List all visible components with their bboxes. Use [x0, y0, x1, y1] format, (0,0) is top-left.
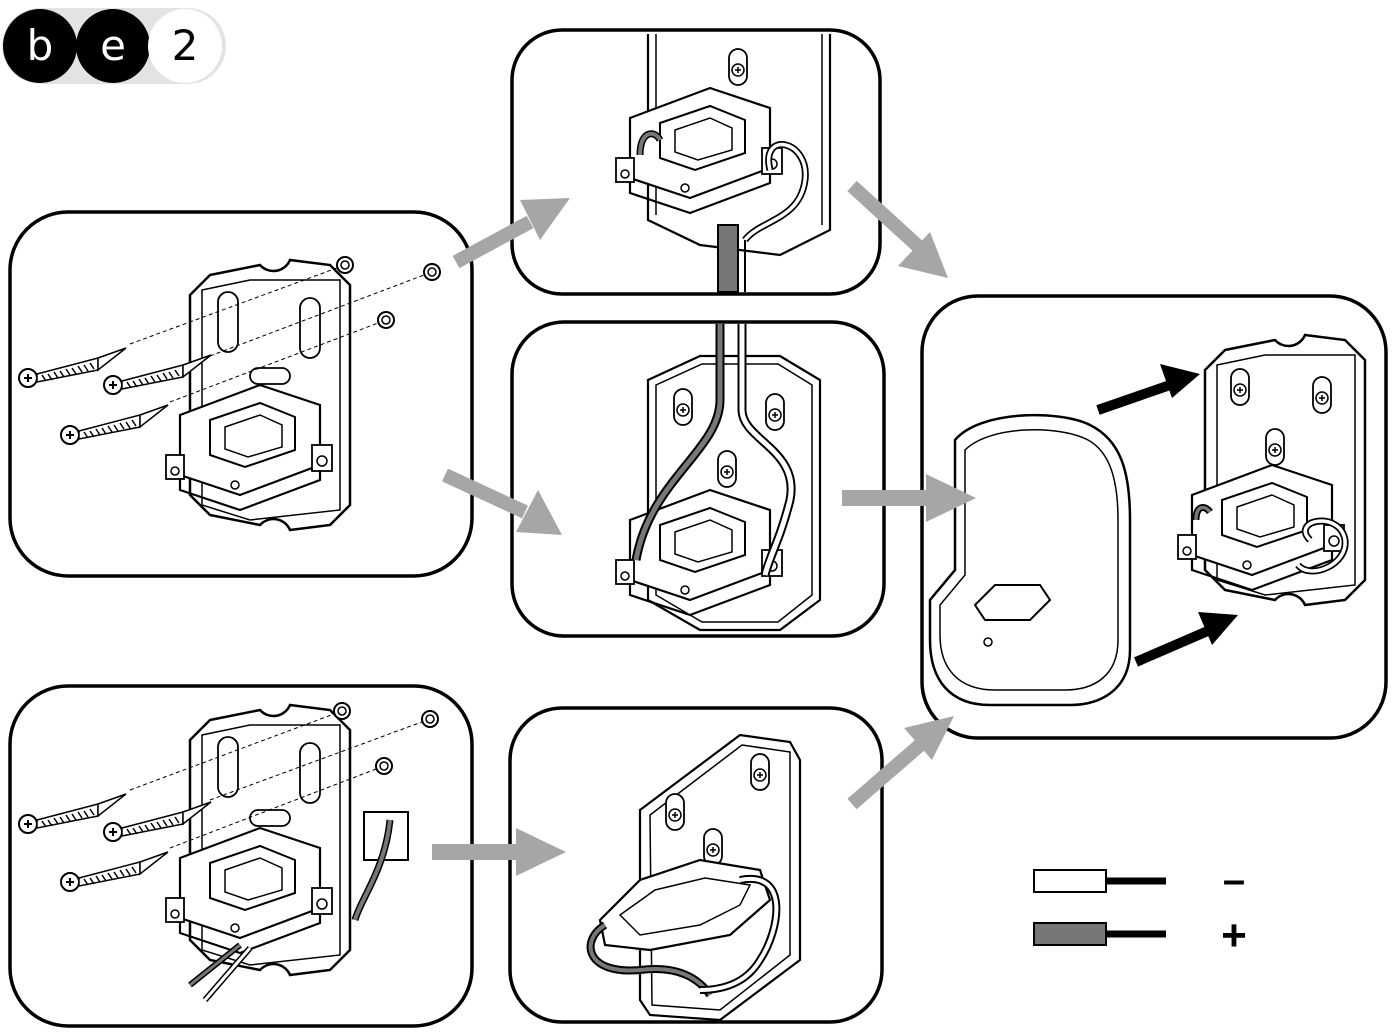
positive-symbol: +	[1221, 911, 1247, 960]
keyhole-icon	[765, 393, 785, 431]
panel-wire-routing-bottom	[508, 706, 884, 1024]
flow-arrow-icon	[432, 828, 566, 876]
wire-legend: – +	[1033, 858, 1247, 960]
washer-icon	[375, 757, 393, 775]
panel-mount-screws-a	[8, 210, 474, 578]
badge-letter-b: b	[27, 21, 54, 70]
panel-attach-housing	[920, 294, 1388, 740]
panel-wire-routing-top	[510, 28, 882, 296]
flow-arrow-icon	[847, 716, 954, 810]
panel-mount-screws-b-wired	[8, 684, 474, 1028]
flow-arrow-icon	[452, 198, 570, 269]
housing-icon	[928, 413, 1132, 707]
washer-icon	[333, 702, 351, 720]
keyhole-icon	[1265, 428, 1285, 466]
badge-step-number: 2	[172, 21, 199, 70]
flow-arrows	[432, 180, 976, 876]
panel-wire-routing-middle	[510, 320, 886, 638]
badge-step-circle	[148, 9, 222, 83]
washer-icon	[421, 710, 439, 728]
positive-wire-swatch	[1033, 922, 1107, 946]
badge-letter-e: e	[100, 21, 126, 70]
keyhole-icon	[665, 793, 685, 831]
keyhole-icon	[717, 450, 737, 488]
keyhole-icon	[703, 828, 723, 866]
flow-arrow-icon	[847, 180, 948, 278]
washer-icon	[336, 256, 354, 274]
insert-arrow-icon	[1096, 364, 1200, 415]
flow-arrow-icon	[842, 474, 976, 522]
keyhole-icon	[673, 388, 693, 426]
step-badge: b e 2	[2, 8, 226, 84]
washer-icon	[377, 311, 395, 329]
badge-letter-e-circle	[76, 9, 150, 83]
badge-letter-b-circle	[3, 9, 77, 83]
keyhole-icon	[750, 753, 770, 791]
negative-wire-swatch	[1033, 869, 1107, 893]
washer-icon	[423, 263, 441, 281]
keyhole-icon	[1312, 376, 1332, 414]
keyhole-icon	[728, 48, 748, 86]
insert-arrow-icon	[1134, 612, 1238, 667]
keyhole-icon	[1230, 368, 1250, 406]
negative-symbol: –	[1223, 858, 1245, 902]
flow-arrow-icon	[442, 468, 562, 535]
